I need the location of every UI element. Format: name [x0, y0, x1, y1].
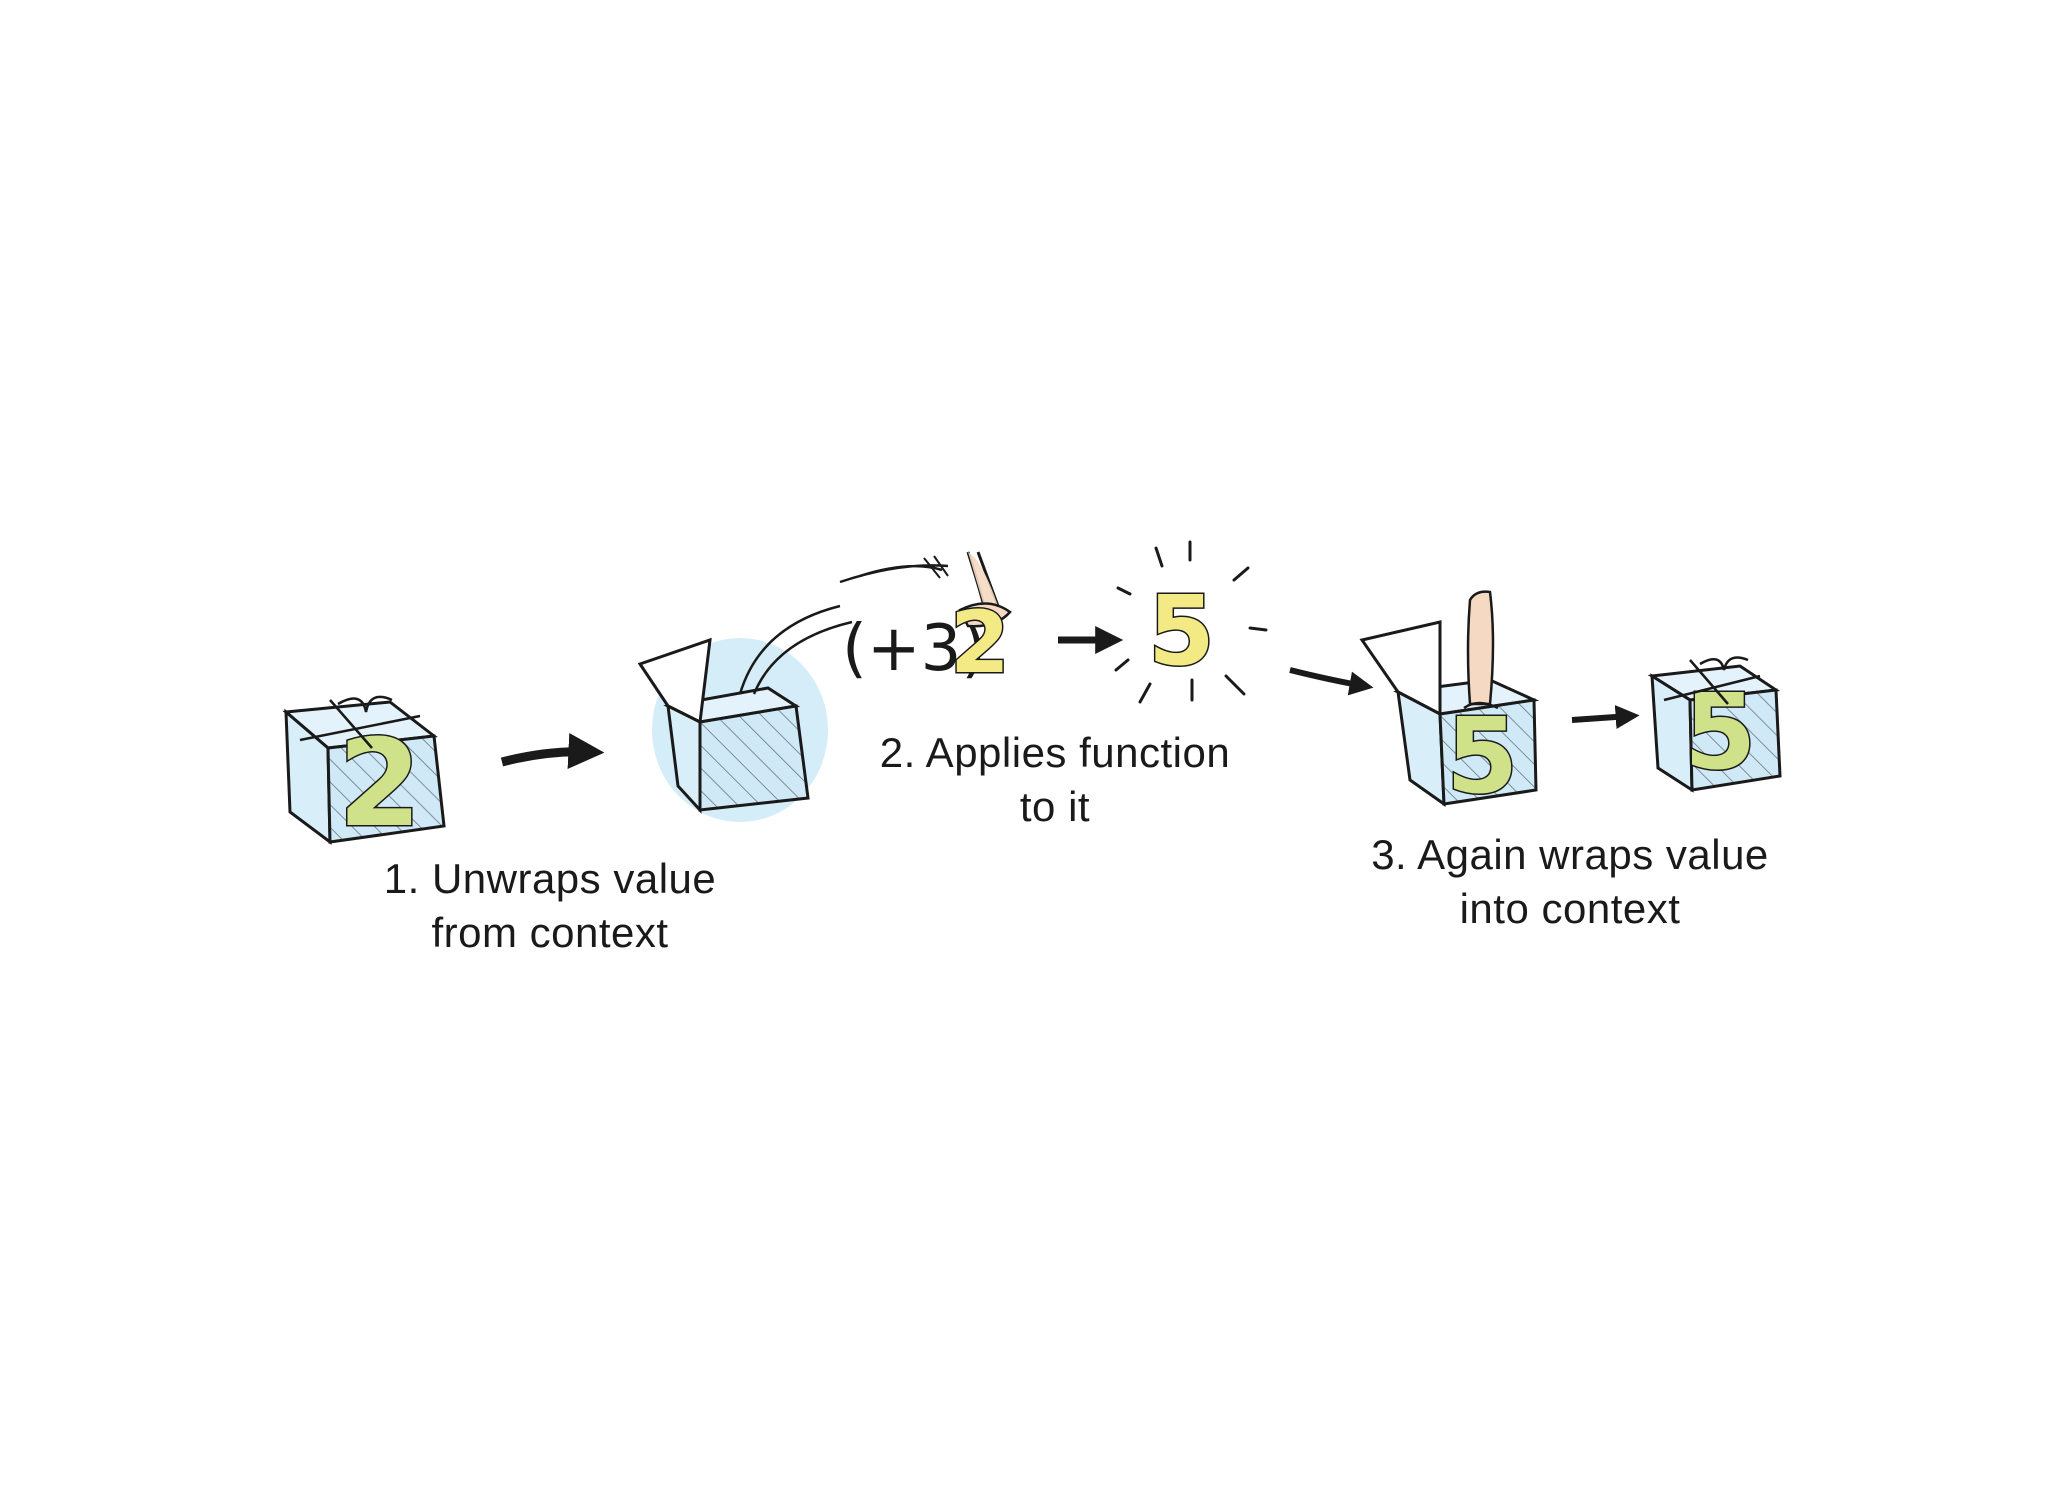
- open-empty-box: [637, 604, 853, 822]
- number-2-unwrapped: 2: [950, 593, 1010, 693]
- function-application: (+3) 2: [839, 551, 1012, 695]
- function-label: (+3): [842, 612, 986, 686]
- step-3-caption: 3. Again wraps value into context: [1340, 828, 1800, 936]
- wrapped-box-2: 2: [282, 695, 446, 856]
- number-5-in-box: 5: [1446, 695, 1518, 817]
- step-1-line-2: from context: [431, 909, 669, 956]
- arrow-3: [1289, 667, 1374, 696]
- step-3-line-1: 3. Again wraps value: [1371, 831, 1769, 878]
- step-1-caption: 1. Unwraps value from context: [350, 852, 750, 960]
- wrapped-box-5: 5: [1647, 656, 1782, 795]
- open-box-with-5: 5: [1359, 590, 1540, 819]
- step-2-caption: 2. Applies function to it: [855, 726, 1255, 834]
- arrow-1: [500, 732, 605, 769]
- number-2-in-box: 2: [338, 715, 422, 854]
- step-2-line-2: to it: [1019, 783, 1091, 830]
- step-1-line-1: 1. Unwraps value: [383, 855, 717, 902]
- result-5-sparkle: 5: [1114, 540, 1268, 704]
- step-2-line-1: 2. Applies function: [879, 729, 1231, 776]
- arrow-4: [1571, 705, 1640, 729]
- step-3-line-2: into context: [1459, 885, 1681, 932]
- number-5-wrapped: 5: [1684, 671, 1756, 793]
- number-5-result: 5: [1148, 575, 1215, 687]
